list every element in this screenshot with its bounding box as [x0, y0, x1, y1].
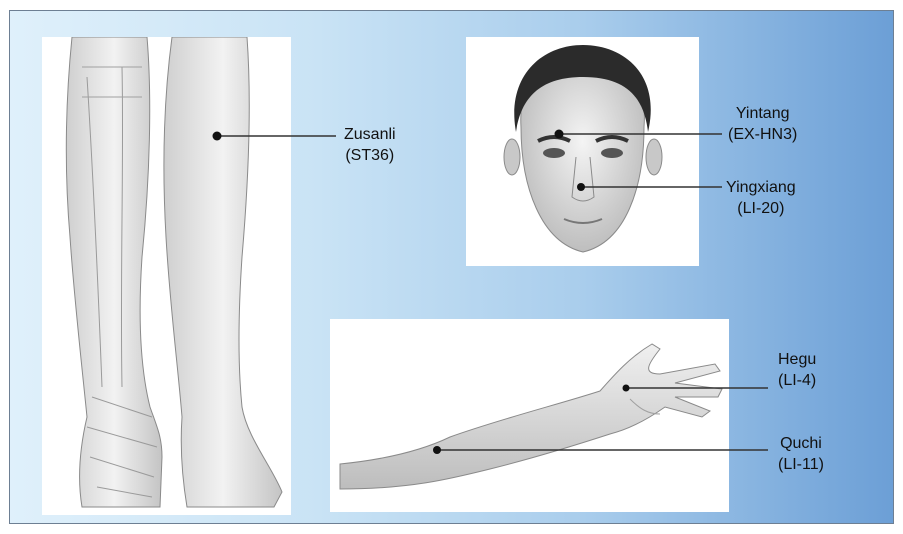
quchi-name: Quchi [778, 433, 824, 454]
hegu-code: (LI-4) [778, 370, 816, 391]
yintang-name: Yintang [728, 103, 797, 124]
quchi-label: Quchi (LI-11) [778, 433, 824, 475]
diagram-frame: Zusanli (ST36) Yintang (EX-HN3) Yingxian… [9, 10, 894, 524]
hegu-label: Hegu (LI-4) [778, 349, 816, 391]
zusanli-label: Zusanli (ST36) [344, 124, 396, 166]
yintang-label: Yintang (EX-HN3) [728, 103, 797, 145]
yintang-code: (EX-HN3) [728, 124, 797, 145]
legs-illustration-panel [42, 37, 291, 515]
yingxiang-label: Yingxiang (LI-20) [726, 177, 796, 219]
arm-illustration [330, 319, 729, 512]
hegu-name: Hegu [778, 349, 816, 370]
face-illustration-panel [466, 37, 699, 266]
face-illustration [466, 37, 699, 266]
zusanli-name: Zusanli [344, 124, 396, 145]
legs-illustration [42, 37, 291, 515]
yingxiang-code: (LI-20) [726, 198, 796, 219]
arm-illustration-panel [330, 319, 729, 512]
quchi-code: (LI-11) [778, 454, 824, 475]
yingxiang-name: Yingxiang [726, 177, 796, 198]
zusanli-code: (ST36) [344, 145, 396, 166]
